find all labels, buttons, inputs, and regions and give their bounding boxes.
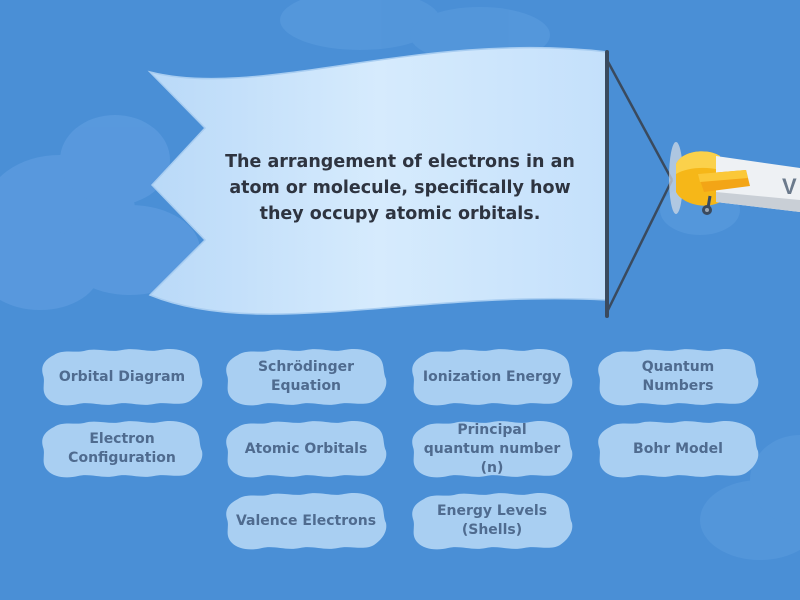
answer-tile[interactable]: Valence Electrons	[224, 491, 388, 551]
answer-tile[interactable]: Ionization Energy	[410, 347, 574, 407]
airplane-icon: V	[669, 142, 800, 215]
answer-label: Schrödinger Equation	[257, 359, 355, 394]
clue-text: The arrangement of electrons in an atom …	[225, 151, 575, 224]
answer-tile[interactable]: Quantum Numbers	[596, 347, 760, 407]
answer-tile[interactable]: Atomic Orbitals	[224, 419, 388, 479]
answer-tile[interactable]: Orbital Diagram	[40, 347, 204, 407]
answer-tile[interactable]: Bohr Model	[596, 419, 760, 479]
answer-tile[interactable]: Schrödinger Equation	[224, 347, 388, 407]
answer-label: Electron Configuration	[68, 431, 176, 466]
answer-label: Ionization Energy	[422, 368, 562, 385]
answer-label: Valence Electrons	[235, 512, 377, 529]
answer-label: Energy Levels (Shells)	[436, 503, 548, 538]
answer-label: Quantum Numbers	[641, 359, 715, 394]
answer-tile[interactable]: Energy Levels (Shells)	[410, 491, 574, 551]
answer-label: Bohr Model	[633, 440, 723, 457]
answer-label: Orbital Diagram	[58, 368, 186, 385]
answer-label: Atomic Orbitals	[244, 440, 368, 457]
plane-logo-letter: V	[782, 174, 797, 199]
answer-tile[interactable]: Principal quantum number (n)	[410, 419, 574, 479]
answer-label: Principal quantum number (n)	[423, 421, 561, 476]
answer-tile[interactable]: Electron Configuration	[40, 419, 204, 479]
